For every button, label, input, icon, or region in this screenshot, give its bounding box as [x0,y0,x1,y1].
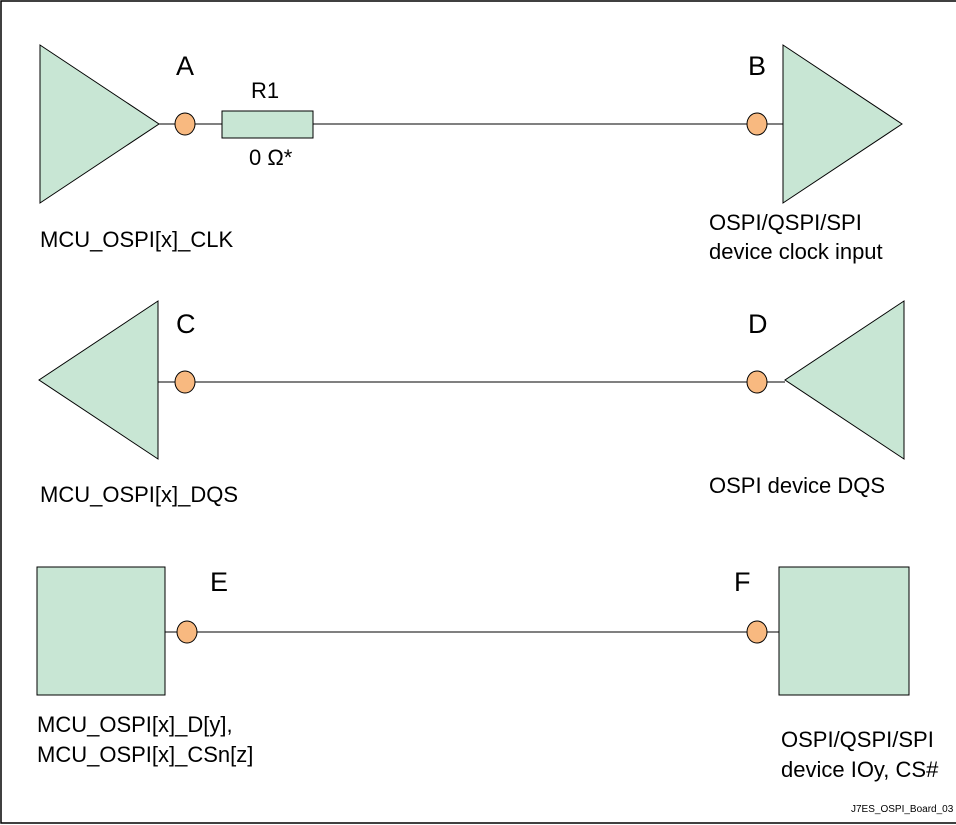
mcu-data-label-line2: MCU_OSPI[x]_CSn[z] [37,742,253,767]
node-e [176,620,198,644]
mcu-clk-label: MCU_OSPI[x]_CLK [40,227,233,252]
point-label-b: B [748,51,766,81]
node-c [174,370,196,394]
mcu-data-label-line1: MCU_OSPI[x]_D[y], [37,712,233,737]
node-f [746,620,768,644]
device-io-block [778,566,910,696]
resistor-name: R1 [251,78,279,103]
device-io-label-line1: OSPI/QSPI/SPI [781,727,934,752]
point-label-a: A [176,51,194,81]
figure-tag: J7ES_OSPI_Board_03 [851,804,954,815]
clk-row: A B R1 0 Ω* MCU_OSPI[x]_CLK OSPI/QSPI/SP… [39,44,903,264]
node-a [174,112,196,136]
mcu-clk-output-buffer [39,44,160,204]
mcu-dqs-label: MCU_OSPI[x]_DQS [40,482,238,507]
data-row: E F MCU_OSPI[x]_D[y], MCU_OSPI[x]_CSn[z]… [36,566,939,782]
point-label-c: C [176,309,196,339]
node-b [746,112,768,136]
resistor-r1 [221,110,314,139]
point-label-d: D [748,309,768,339]
device-io-label-line2: device IOy, CS# [781,757,939,782]
mcu-data-block [36,566,166,696]
device-clk-label-line1: OSPI/QSPI/SPI [709,210,862,235]
mcu-dqs-input-buffer [38,300,159,460]
device-clk-input-buffer [782,44,903,204]
point-label-f: F [734,567,751,597]
device-clk-label-line2: device clock input [709,239,883,264]
resistor-value: 0 Ω* [249,145,293,170]
node-d [746,370,768,394]
device-dqs-label: OSPI device DQS [709,473,885,498]
dqs-row: C D MCU_OSPI[x]_DQS OSPI device DQS [38,300,905,507]
point-label-e: E [210,567,228,597]
device-dqs-output-buffer [784,300,905,460]
